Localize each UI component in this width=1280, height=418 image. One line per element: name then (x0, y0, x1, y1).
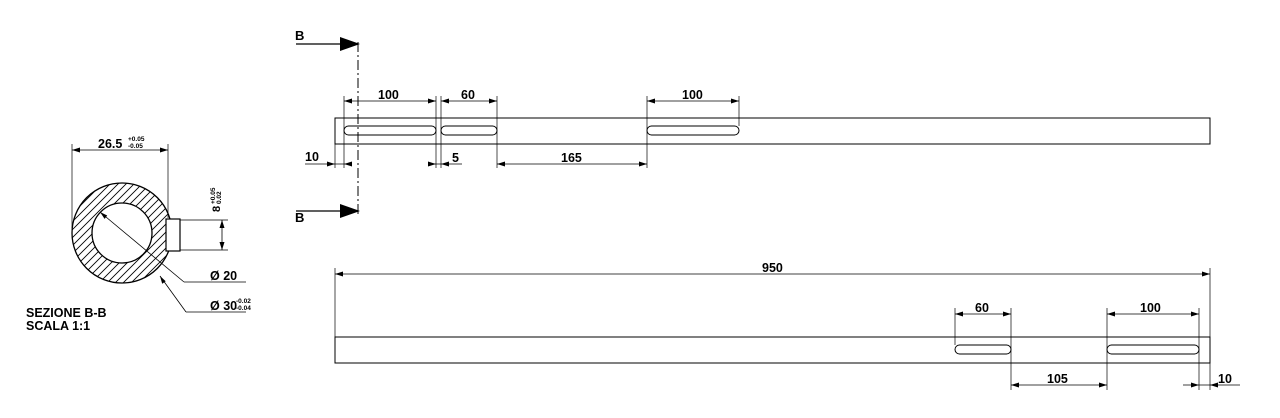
top-view: 100 60 100 10 5 165 (305, 88, 1211, 168)
hatch-line (71, 182, 139, 284)
top-slot1-len: 100 (378, 88, 399, 102)
hatch-line (71, 182, 147, 284)
outer-tol-upper: -0.02 (236, 298, 251, 305)
hatch-line (71, 182, 115, 284)
top-gap-between: 5 (452, 151, 459, 165)
bar-bottom (334, 336, 1211, 364)
bottom-overall-len: 950 (762, 261, 783, 275)
hatch-line (99, 182, 172, 284)
flat-dim-label: 26.5 (98, 137, 122, 151)
hatch-line (0, 180, 66, 290)
outer-dia-label: Ø 30 (210, 299, 237, 313)
outer-tol-lower: -0.04 (236, 305, 251, 312)
hatch-line (131, 182, 172, 284)
bottom-slot-b-len: 100 (1140, 301, 1161, 315)
key-tol-upper: +0.05 (210, 187, 217, 204)
hatch-line (71, 182, 75, 284)
top-offset-start: 10 (305, 150, 319, 164)
flat-tol-upper: +0.05 (128, 136, 145, 143)
slot-2 (440, 125, 498, 136)
bottom-view: 950 60 100 105 10 (334, 261, 1240, 390)
hatch-line (71, 182, 123, 284)
key-dim-label: 8 (211, 206, 223, 212)
slot-b (1106, 344, 1200, 355)
hatch-line (71, 182, 107, 284)
key-tol-lower: 0.02 (216, 191, 223, 204)
section-title: SEZIONE B-B (26, 306, 107, 320)
hatch-line (107, 182, 172, 284)
top-gap-165: 165 (561, 151, 582, 165)
hatch-line (188, 180, 298, 290)
cut-label-top: B (295, 28, 304, 43)
inner-circle (91, 202, 153, 264)
top-slot3-len: 100 (682, 88, 703, 102)
hatch-line (0, 180, 58, 290)
hatch-line (123, 182, 172, 284)
flat-tol-lower: -0.05 (128, 143, 143, 150)
bottom-slot-a-len: 60 (975, 301, 989, 315)
section-scale: SCALA 1:1 (26, 319, 90, 333)
hatch-line (71, 182, 131, 284)
top-slot2-len: 60 (461, 88, 475, 102)
bottom-offset-end: 10 (1218, 372, 1232, 386)
hatch-line (71, 182, 83, 284)
cut-label-bottom: B (295, 210, 304, 225)
cut-marker: B B (295, 28, 360, 225)
bar-top (334, 117, 1211, 145)
key-slot (165, 218, 181, 252)
slot-a (954, 344, 1012, 355)
section-view: 26.5 +0.05 -0.05 8 +0.05 0.02 Ø 20 Ø 30 … (0, 136, 298, 333)
bottom-gap-105: 105 (1047, 372, 1068, 386)
slot-3 (646, 125, 740, 136)
inner-dia-label: Ø 20 (210, 269, 237, 283)
hatched-ring (0, 180, 298, 290)
hatch-line (0, 180, 50, 290)
